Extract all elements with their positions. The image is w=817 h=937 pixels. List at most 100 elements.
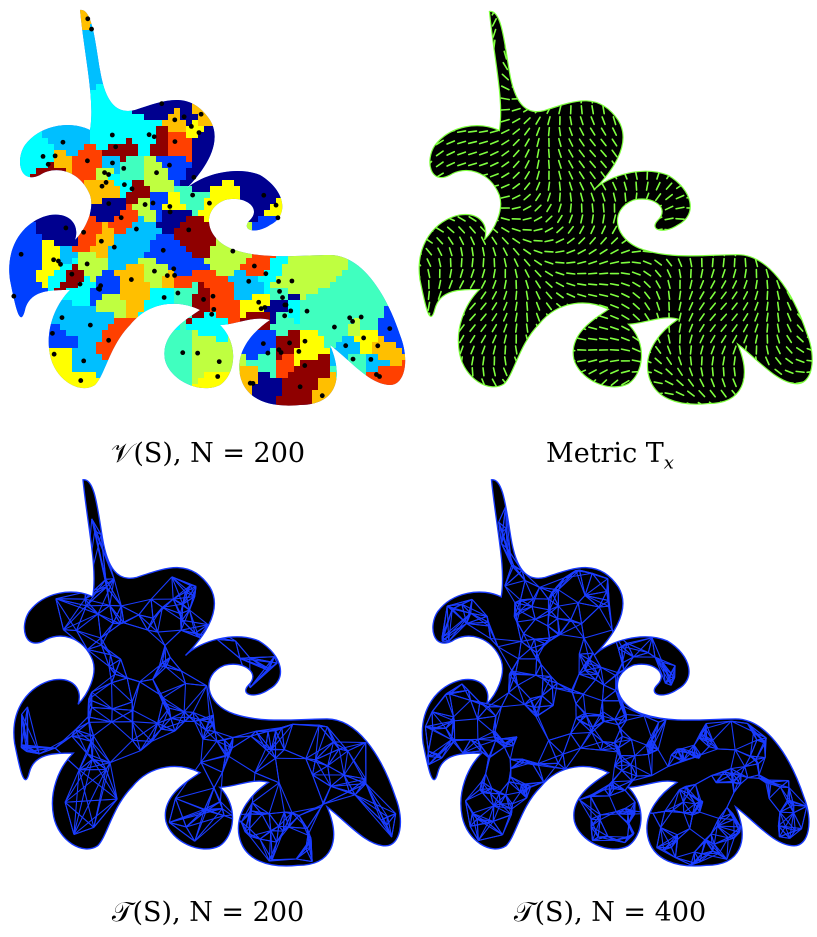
voronoi-site — [283, 302, 289, 308]
voronoi-site — [118, 215, 124, 221]
voronoi-site — [78, 378, 84, 383]
voronoi-site — [85, 158, 90, 164]
voronoi-site — [280, 295, 285, 300]
voronoi-site — [167, 162, 172, 168]
voronoi-site — [99, 183, 105, 189]
voronoi-site — [210, 293, 216, 299]
voronoi-site — [113, 144, 119, 150]
voronoi-site — [207, 200, 212, 206]
voronoi-site — [164, 273, 170, 279]
voronoi-site — [111, 244, 117, 250]
voronoi-site — [106, 337, 112, 343]
voronoi-site — [161, 295, 167, 300]
voronoi-site — [160, 247, 166, 253]
voronoi-site — [251, 263, 257, 269]
voronoi-site — [98, 238, 104, 244]
voronoi-site — [18, 251, 24, 257]
voronoi-site — [128, 277, 134, 282]
voronoi-site — [302, 363, 308, 368]
metric-field-diagram — [418, 10, 813, 405]
voronoi-site — [154, 170, 159, 176]
voronoi-site — [171, 266, 177, 272]
voronoi-diagram — [9, 9, 406, 406]
caption-tri400-rest: , N = 400 — [574, 897, 707, 928]
voronoi-site — [287, 340, 292, 346]
voronoi-site — [258, 306, 264, 312]
voronoi-site — [159, 101, 165, 107]
voronoi-site — [172, 272, 177, 278]
voronoi-panel — [0, 0, 410, 420]
voronoi-site — [150, 200, 156, 206]
mesh-boundary — [13, 479, 402, 867]
voronoi-site — [288, 308, 294, 314]
voronoi-site — [58, 261, 63, 267]
voronoi-site — [151, 134, 157, 140]
caption-tri400: 𝒯(S), N = 400 — [410, 897, 810, 929]
voronoi-site — [85, 16, 91, 22]
voronoi-site — [172, 117, 178, 123]
caption-tri200-math: 𝒯(S) — [111, 897, 173, 928]
voronoi-site — [77, 281, 83, 287]
triangulation-edges — [424, 506, 808, 866]
voronoi-site — [211, 306, 217, 312]
caption-tri200: 𝒯(S), N = 200 — [8, 897, 408, 929]
voronoi-site — [368, 356, 374, 362]
voronoi-site — [110, 160, 115, 166]
voronoi-site — [297, 384, 303, 390]
triangulation-200-panel — [0, 470, 410, 880]
mesh-boundary — [421, 479, 810, 867]
voronoi-site — [142, 202, 148, 207]
voronoi-site — [201, 297, 206, 302]
voronoi-site — [89, 26, 94, 32]
voronoi-site — [261, 192, 267, 198]
voronoi-site — [181, 114, 187, 120]
voronoi-site — [265, 350, 271, 356]
voronoi-site — [69, 271, 75, 277]
voronoi-site — [319, 393, 325, 399]
voronoi-site — [263, 271, 269, 277]
voronoi-site — [358, 314, 364, 320]
voronoi-site — [50, 330, 55, 336]
caption-metric-sub: x — [663, 452, 674, 474]
voronoi-site — [52, 153, 58, 159]
metric-panel — [410, 0, 817, 420]
voronoi-site — [96, 286, 101, 292]
caption-voronoi-math: 𝒱(S) — [110, 438, 173, 469]
voronoi-site — [81, 229, 87, 235]
domain-shape — [13, 479, 401, 866]
voronoi-site — [51, 257, 57, 263]
voronoi-site — [188, 123, 194, 129]
voronoi-site — [59, 315, 65, 320]
triangulation-400-diagram — [421, 479, 810, 867]
caption-voronoi: 𝒱(S), N = 200 — [8, 438, 408, 470]
voronoi-site — [246, 278, 252, 284]
voronoi-site — [276, 279, 282, 284]
voronoi-site — [146, 132, 152, 138]
voronoi-site — [180, 350, 186, 356]
voronoi-site — [191, 174, 197, 180]
voronoi-site — [133, 226, 139, 232]
voronoi-site — [45, 161, 51, 167]
voronoi-site — [195, 350, 201, 356]
voronoi-site — [196, 130, 202, 136]
voronoi-site — [256, 299, 262, 305]
voronoi-site — [262, 305, 268, 310]
voronoi-site — [175, 290, 181, 296]
voronoi-site — [304, 308, 310, 314]
caption-metric-text: Metric T — [546, 438, 664, 469]
domain-shape — [422, 479, 809, 866]
voronoi-site — [60, 139, 66, 145]
voronoi-site — [296, 349, 302, 354]
voronoi-site — [102, 170, 107, 176]
voronoi-site — [81, 358, 87, 364]
voronoi-site — [282, 313, 288, 319]
voronoi-site — [247, 380, 253, 386]
voronoi-site — [302, 338, 308, 344]
voronoi-site — [190, 192, 196, 198]
voronoi-site — [350, 318, 355, 324]
caption-tri400-math: 𝒯(S) — [513, 897, 575, 928]
voronoi-site — [387, 326, 393, 332]
voronoi-site — [172, 139, 178, 144]
triangulation-200-diagram — [13, 479, 402, 867]
voronoi-site — [84, 261, 90, 267]
